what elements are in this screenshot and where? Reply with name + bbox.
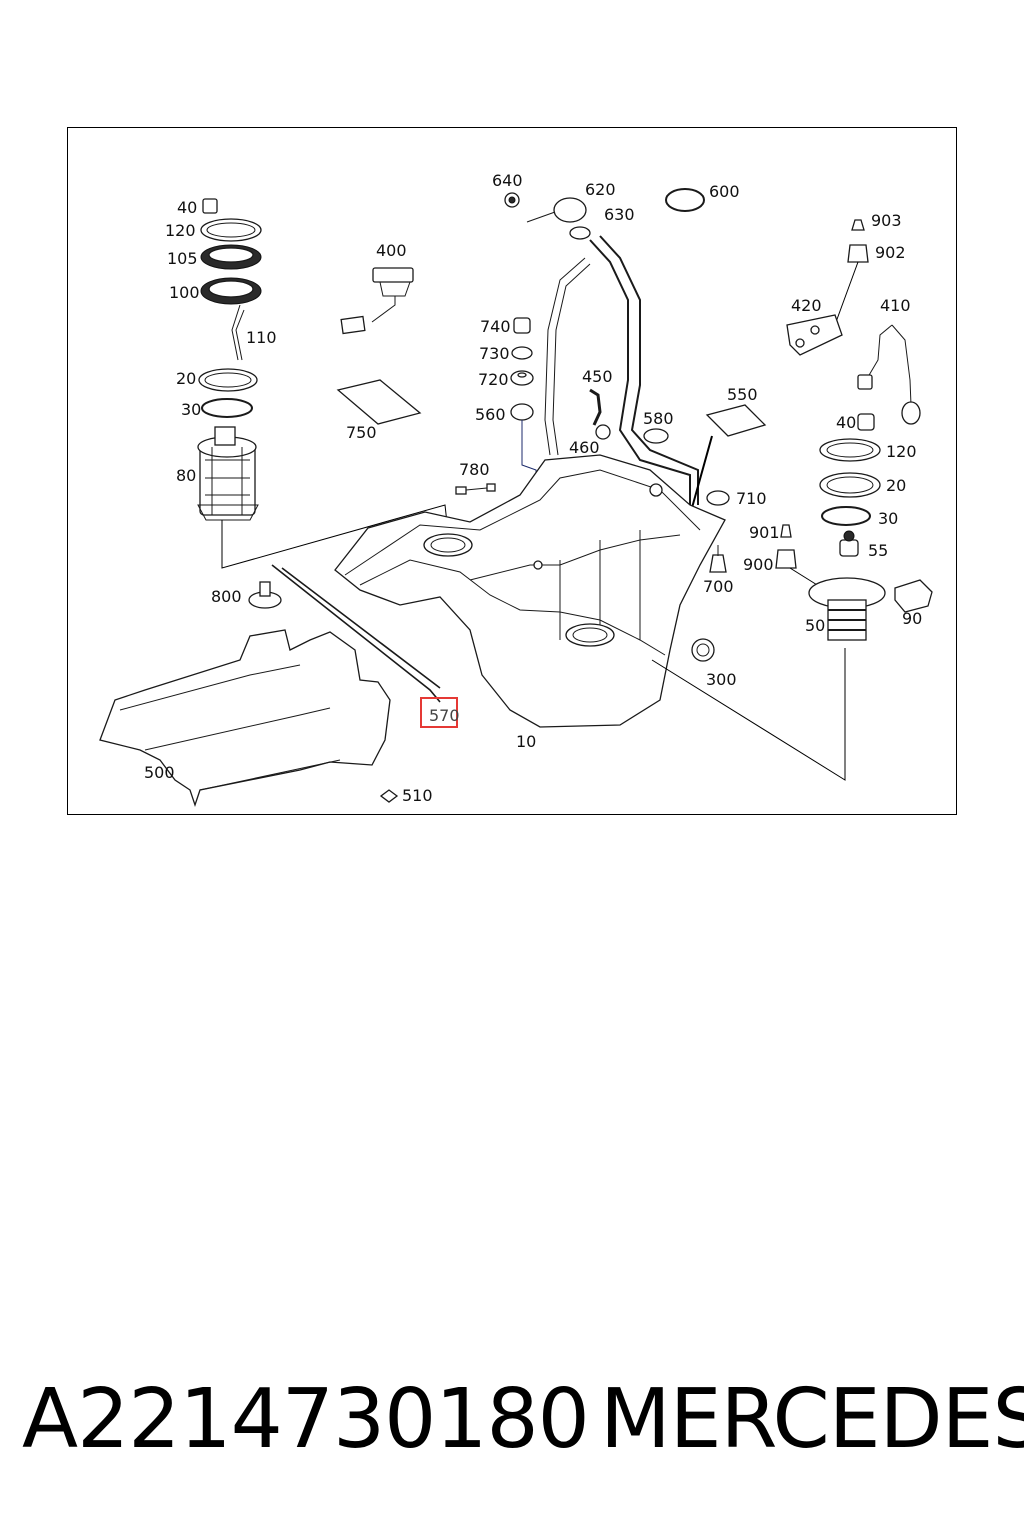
grommet-710	[706, 490, 730, 506]
nut-40-left	[202, 198, 218, 214]
callout-labels: 40 120 105 100 110 20 30 80 400 750 640 …	[144, 171, 922, 805]
callout-570: 570	[429, 706, 460, 725]
hose-450	[589, 388, 602, 426]
callout-560: 560	[475, 405, 506, 424]
diagram-frame	[67, 127, 957, 815]
callout-120-left: 120	[165, 221, 196, 240]
callout-510: 510	[402, 786, 433, 805]
terminal-903	[851, 219, 865, 231]
callout-580: 580	[643, 409, 674, 428]
callout-460: 460	[569, 438, 600, 457]
cap-620	[553, 197, 587, 223]
callout-110: 110	[246, 328, 277, 347]
callout-410: 410	[880, 296, 911, 315]
clip-780a	[455, 486, 467, 495]
brand-name: MERCEDES	[600, 1372, 1024, 1467]
callout-500: 500	[144, 763, 175, 782]
fitting-800	[248, 581, 282, 609]
callout-550: 550	[727, 385, 758, 404]
pump-stack-left	[197, 198, 449, 569]
filler-parts	[504, 188, 705, 510]
callout-100: 100	[169, 283, 200, 302]
cap-300	[691, 638, 715, 662]
callout-902: 902	[875, 243, 906, 262]
oring-30-left	[201, 398, 253, 418]
nut-510	[379, 789, 399, 803]
pad-550	[705, 404, 767, 437]
callout-300: 300	[706, 670, 737, 689]
oring-30-right	[821, 506, 871, 526]
highlight-box-570	[420, 697, 458, 728]
callout-20-right: 20	[886, 476, 906, 495]
pump-stack-right	[775, 413, 933, 641]
connector-900	[775, 549, 797, 569]
nut-740	[513, 317, 531, 334]
sensors-right	[786, 219, 921, 425]
callout-400: 400	[376, 241, 407, 260]
seal-630	[569, 226, 591, 240]
callout-710: 710	[736, 489, 767, 508]
callout-105: 105	[167, 249, 198, 268]
callout-750: 750	[346, 423, 377, 442]
clip-460	[595, 424, 611, 440]
callout-720: 720	[478, 370, 509, 389]
caption-bar: A2214730180 MERCEDES	[0, 1370, 1024, 1470]
nut-40-right	[857, 413, 875, 431]
callout-40-right: 40	[836, 413, 856, 432]
callout-700: 700	[703, 577, 734, 596]
leader-50	[651, 648, 846, 781]
callout-730: 730	[479, 344, 510, 363]
callout-901: 901	[749, 523, 780, 542]
callout-620: 620	[585, 180, 616, 199]
washer-730	[511, 346, 533, 360]
callout-50: 50	[805, 616, 825, 635]
callout-600: 600	[709, 182, 740, 201]
callout-740: 740	[480, 317, 511, 336]
seal-ring-20-left	[198, 368, 258, 392]
callout-30-left: 30	[181, 400, 201, 419]
callout-10: 10	[516, 732, 536, 751]
connector-902	[847, 244, 869, 263]
heat-shield-500	[99, 629, 391, 808]
callout-903: 903	[871, 211, 902, 230]
grommet-560	[510, 403, 534, 421]
bracket-90	[894, 579, 933, 613]
callout-55: 55	[868, 541, 888, 560]
pump-module-80	[197, 426, 259, 521]
fuel-tank-10	[334, 454, 726, 728]
valve-55	[839, 530, 859, 557]
ring-120-right	[819, 438, 881, 462]
pad-750	[336, 379, 422, 425]
callout-420: 420	[791, 296, 822, 315]
callout-90: 90	[902, 609, 922, 628]
bolt-700	[709, 545, 727, 573]
fittings-stack	[455, 317, 767, 566]
part-number: A2214730180	[22, 1372, 590, 1467]
clamp-600	[665, 188, 705, 212]
sensor-410	[857, 324, 921, 425]
grommet-580	[643, 428, 669, 444]
sensor-420	[786, 314, 843, 356]
callout-40-left: 40	[177, 198, 197, 217]
washer-720	[510, 370, 534, 386]
callout-900: 900	[743, 555, 774, 574]
clip-110	[231, 304, 245, 361]
ring-120-left	[200, 218, 262, 242]
callout-120-right: 120	[886, 442, 917, 461]
callout-450: 450	[582, 367, 613, 386]
pump-module-50	[808, 577, 886, 641]
callout-80: 80	[176, 466, 196, 485]
callout-630: 630	[604, 205, 635, 224]
terminal-901	[780, 524, 792, 538]
callout-800: 800	[211, 587, 242, 606]
sender-400	[340, 267, 414, 335]
callout-30-right: 30	[878, 509, 898, 528]
callout-640: 640	[492, 171, 523, 190]
callout-780: 780	[459, 460, 490, 479]
callout-20-left: 20	[176, 369, 196, 388]
